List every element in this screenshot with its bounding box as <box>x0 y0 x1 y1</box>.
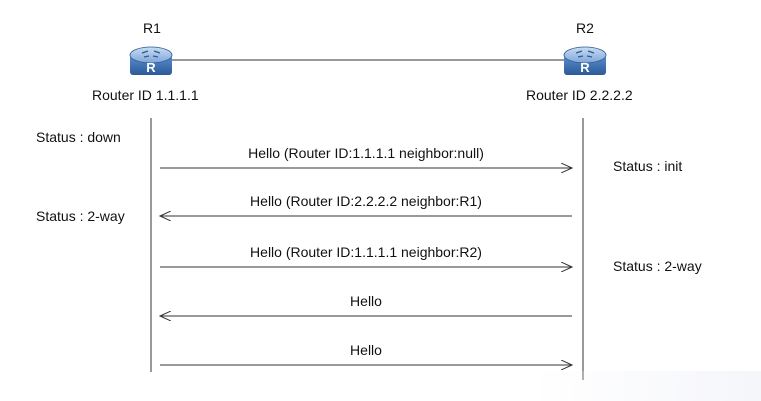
corner-shade <box>531 371 761 401</box>
router-id-r2: Router ID 2.2.2.2 <box>526 87 633 103</box>
message-label-1: Hello (Router ID:1.1.1.1 neighbor:null) <box>248 145 484 161</box>
status-r2-init: Status : init <box>613 158 683 174</box>
status-r2-2way: Status : 2-way <box>613 258 702 274</box>
router-name-r1: R1 <box>143 20 161 36</box>
router-icon-r2: R <box>563 46 607 75</box>
message-label-3: Hello (Router ID:1.1.1.1 neighbor:R2) <box>250 244 482 260</box>
message-label-5: Hello <box>350 342 382 358</box>
message-label-2: Hello (Router ID:2.2.2.2 neighbor:R1) <box>250 193 482 209</box>
svg-text:R: R <box>580 60 590 75</box>
router-icon-r1: R <box>129 46 173 75</box>
svg-text:R: R <box>146 60 156 75</box>
router-id-r1: Router ID 1.1.1.1 <box>92 87 199 103</box>
status-r1-down: Status : down <box>36 129 121 145</box>
router-name-r2: R2 <box>576 20 594 36</box>
message-label-4: Hello <box>350 293 382 309</box>
status-r1-2way: Status : 2-way <box>36 208 125 224</box>
